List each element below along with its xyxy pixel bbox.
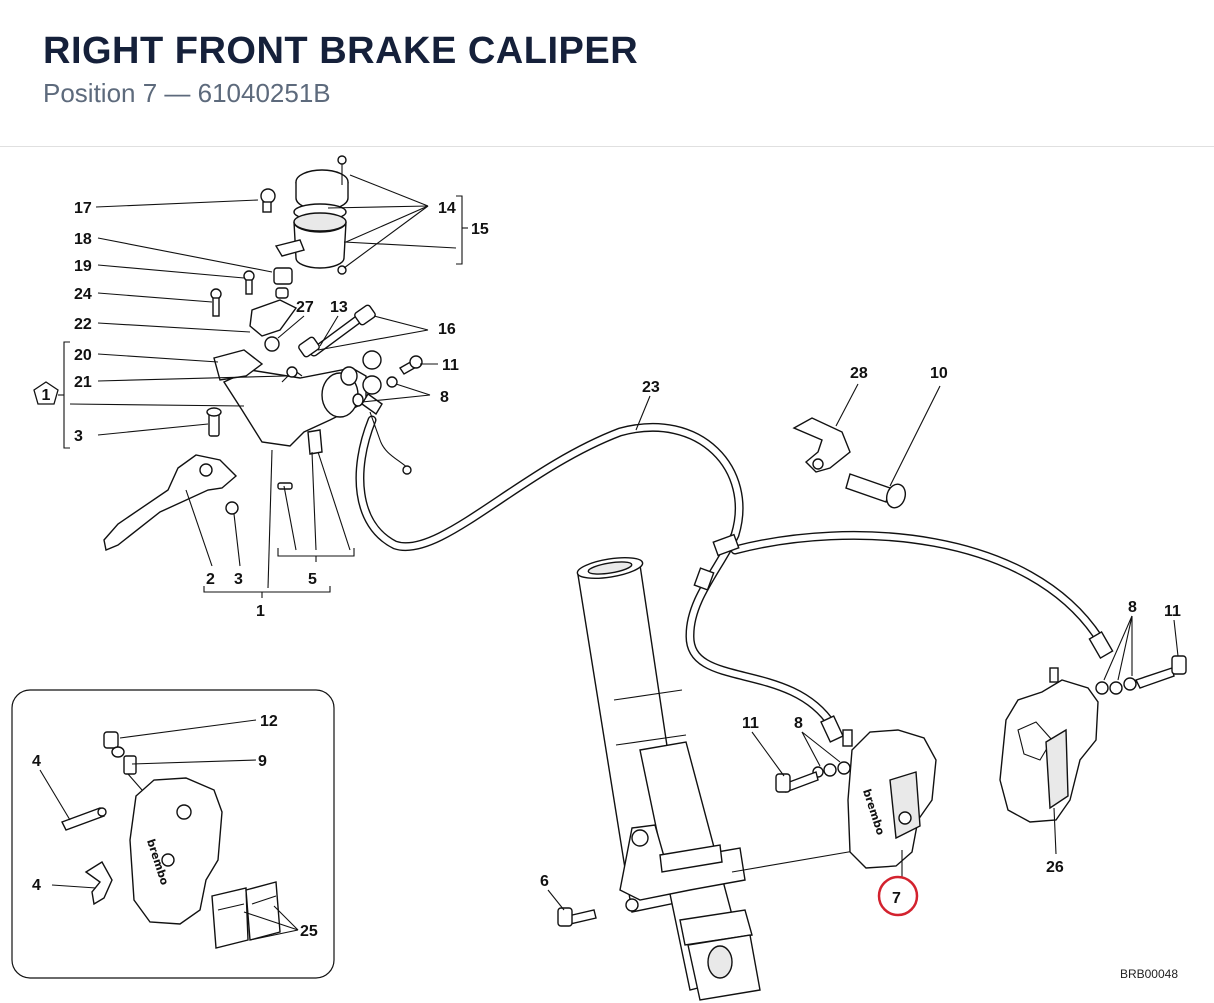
label-2: 2 <box>206 571 215 588</box>
label-23: 23 <box>642 379 660 396</box>
label-8-top: 8 <box>440 389 449 406</box>
label-3-top: 3 <box>74 428 83 445</box>
label-group-1: 1 <box>42 387 51 404</box>
label-9: 9 <box>258 753 267 770</box>
leader-lines <box>39 174 1179 941</box>
label-6: 6 <box>540 873 549 890</box>
label-8-right: 8 <box>1128 599 1137 616</box>
label-5: 5 <box>308 571 317 588</box>
right-caliper-7: brembo <box>775 729 937 878</box>
label-12: 12 <box>260 713 278 730</box>
label-24: 24 <box>74 286 92 303</box>
label-26: 26 <box>1046 859 1064 876</box>
label-20: 20 <box>74 347 92 364</box>
fork-tube <box>576 557 861 1001</box>
label-14: 14 <box>438 200 456 217</box>
header-divider <box>0 146 1214 147</box>
master-cylinder-assembly <box>103 155 423 551</box>
label-21: 21 <box>74 374 92 391</box>
label-25: 25 <box>300 923 318 940</box>
label-15: 15 <box>471 221 489 238</box>
highlight-ring-7 <box>877 875 919 917</box>
left-caliper-26 <box>999 655 1187 823</box>
label-8-mid: 8 <box>794 715 803 732</box>
label-11-right: 11 <box>1164 603 1181 620</box>
page-subtitle: Position 7 — 61040251B <box>43 78 331 108</box>
label-22: 22 <box>74 316 92 333</box>
label-17: 17 <box>74 200 92 217</box>
label-4-clip: 4 <box>32 877 41 894</box>
label-4-pin: 4 <box>32 753 41 770</box>
label-11-top: 11 <box>442 357 459 374</box>
page-title: RIGHT FRONT BRAKE CALIPER <box>43 30 639 72</box>
label-19: 19 <box>74 258 92 275</box>
drawing-code: BRB00048 <box>1119 967 1178 981</box>
clamp-28-bolt-10 <box>792 417 907 509</box>
callout-labels: 17 18 19 24 22 20 21 3 14 15 27 13 16 11… <box>32 200 1181 940</box>
label-13: 13 <box>330 299 348 316</box>
label-28: 28 <box>850 365 868 382</box>
label-3-bottom: 3 <box>234 571 243 588</box>
group-marker-1: 1 <box>33 381 59 405</box>
label-16: 16 <box>438 321 456 338</box>
brake-hose-23 <box>355 411 1114 743</box>
label-27: 27 <box>296 299 314 316</box>
label-1: 1 <box>256 603 265 620</box>
inset-detail-box: brembo <box>11 689 335 979</box>
header: RIGHT FRONT BRAKE CALIPER Position 7 — 6… <box>0 0 1214 146</box>
label-11-mid: 11 <box>742 715 759 732</box>
label-10: 10 <box>930 365 948 382</box>
label-18: 18 <box>74 231 92 248</box>
label-7: 7 <box>892 890 901 907</box>
bolt-6 <box>557 907 597 927</box>
